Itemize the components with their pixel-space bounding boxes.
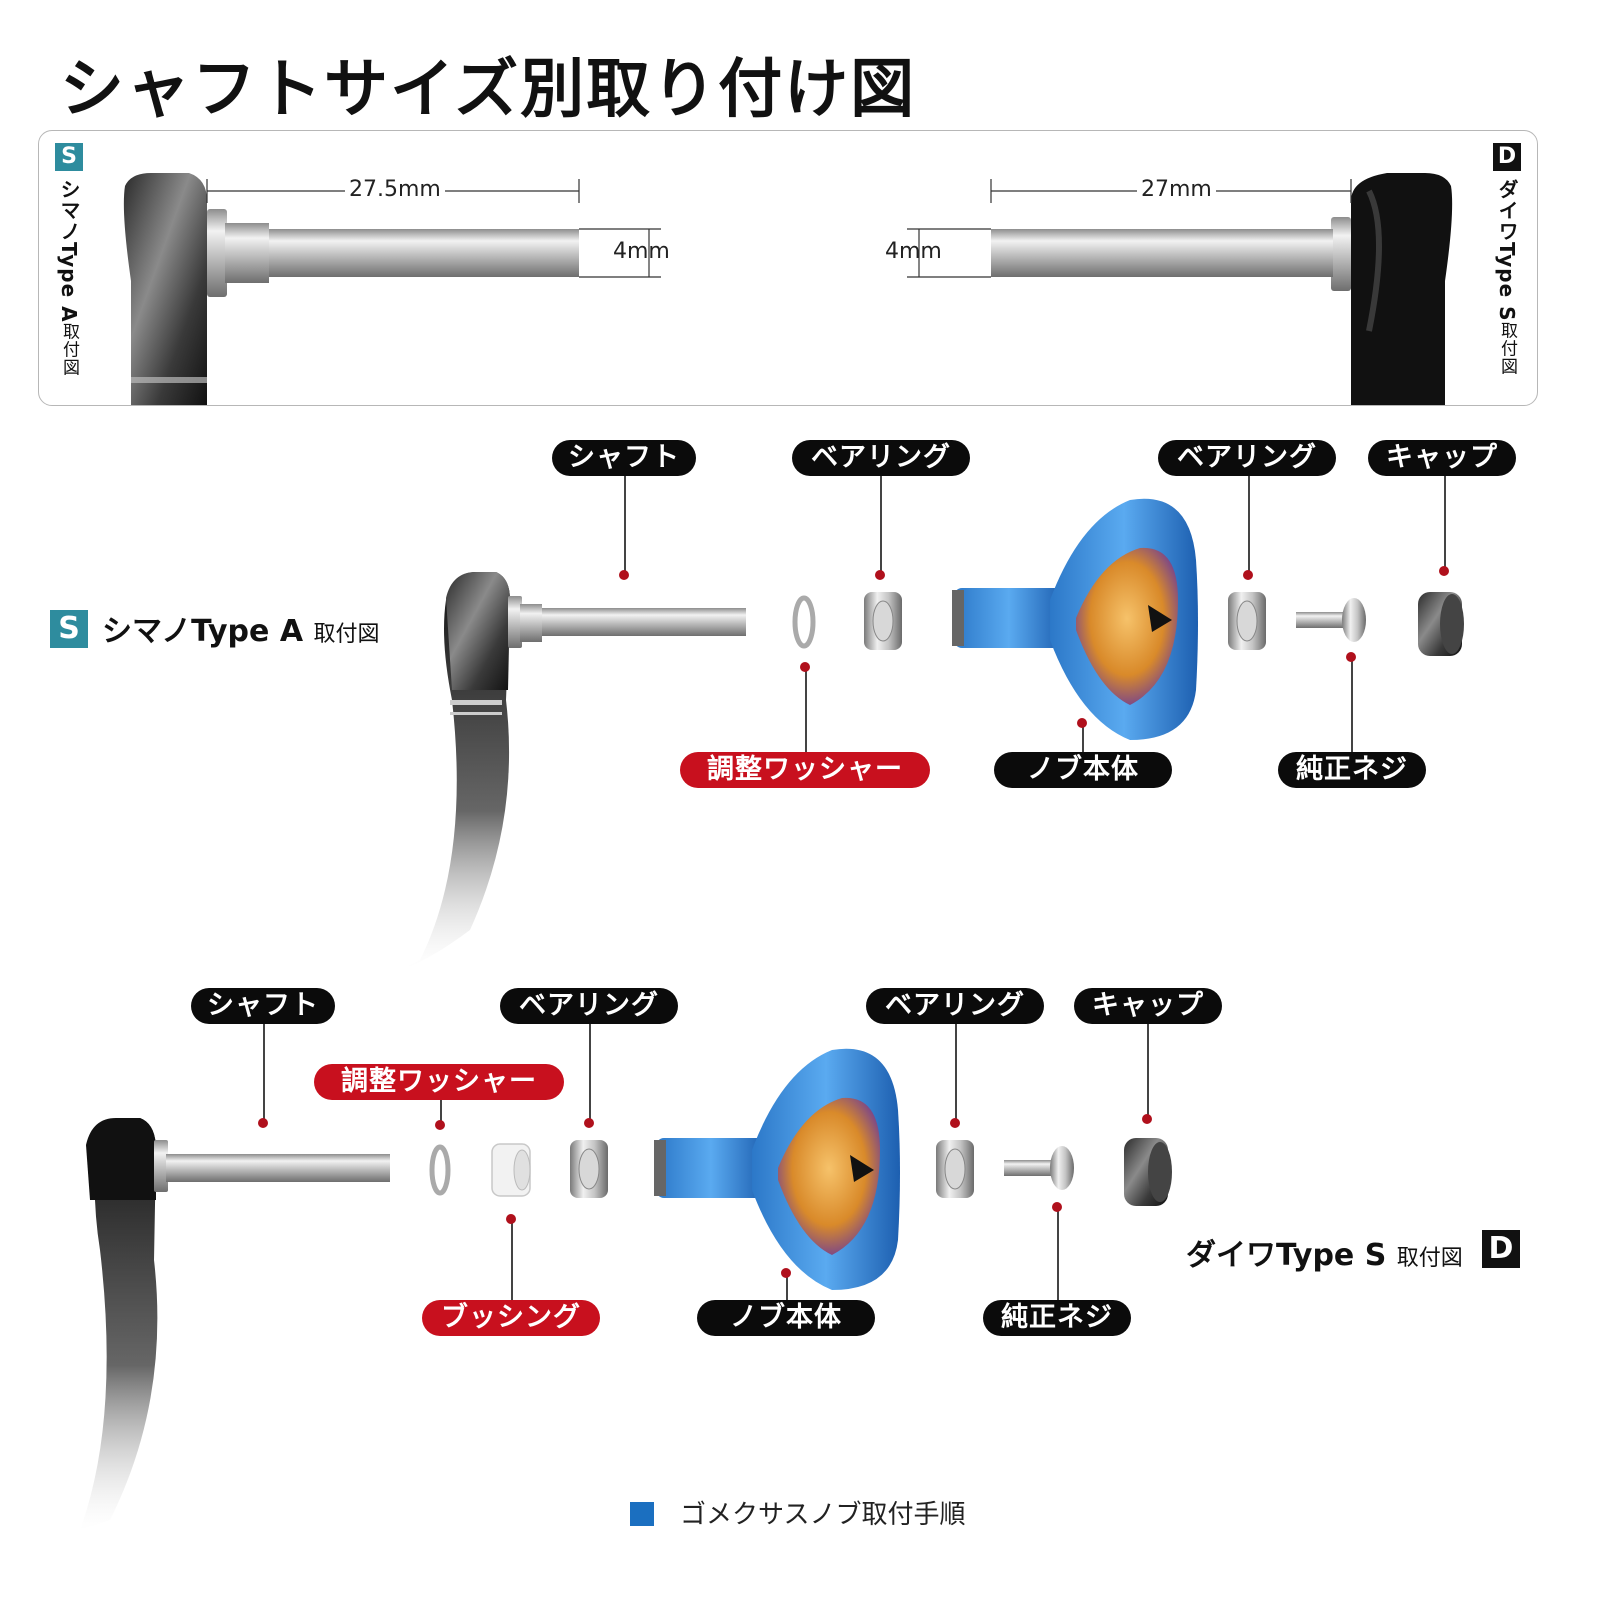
leader-line <box>1351 658 1353 754</box>
daiwa-vertical-suffix: 取付図 <box>1497 321 1517 376</box>
leader-line <box>1147 1022 1149 1118</box>
right-diameter-dimension: 4mm <box>885 239 942 264</box>
daiwa-screw <box>1004 1146 1074 1190</box>
leader-line <box>589 1022 591 1122</box>
daiwa-vertical-type: ダイワType S <box>1495 179 1519 322</box>
left-diameter-dimension: 4mm <box>613 239 670 264</box>
leader-dot <box>781 1268 791 1278</box>
leader-dot <box>435 1120 445 1130</box>
right-shaft-collar <box>1331 217 1351 291</box>
shimano-vertical-label: シマノType A取付図 <box>55 179 84 377</box>
shimano-screw <box>1296 598 1366 642</box>
daiwa-vertical-label: ダイワType S取付図 <box>1493 179 1522 376</box>
leader-dot <box>950 1118 960 1128</box>
leader-line <box>263 1022 265 1122</box>
daiwa-reel-arm <box>80 1118 158 1530</box>
daiwa-washer-label: 調整ワッシャー <box>314 1064 564 1100</box>
shimano-section-suffix: 取付図 <box>313 622 380 647</box>
leader-dot <box>619 570 629 580</box>
leader-line <box>805 668 807 754</box>
shimano-knob-body <box>952 498 1198 740</box>
page-title: シャフトサイズ別取り付け図 <box>60 53 917 127</box>
leader-dot <box>1077 718 1087 728</box>
shaft-size-panel: 27.5mm 4mm 27mm 4mm S シマノType A取付図 D ダイワ… <box>38 130 1538 406</box>
legend-swatch <box>630 1502 654 1526</box>
leader-line <box>511 1220 513 1302</box>
left-shaft-collar <box>207 209 227 297</box>
leader-line <box>955 1022 957 1122</box>
leader-dot <box>1346 652 1356 662</box>
shimano-cap-label: キャップ <box>1368 440 1516 476</box>
daiwa-bearing-1-label: ベアリング <box>500 988 678 1024</box>
leader-line <box>1248 474 1250 574</box>
leader-dot <box>506 1214 516 1224</box>
leader-line <box>1444 474 1446 570</box>
leader-dot <box>875 570 885 580</box>
daiwa-knob-body-label: ノブ本体 <box>697 1300 875 1336</box>
daiwa-washer <box>429 1144 451 1196</box>
shimano-bearing-2-label: ベアリング <box>1158 440 1336 476</box>
right-length-dimension: 27mm <box>1137 177 1216 202</box>
right-shaft <box>991 229 1333 277</box>
daiwa-knob-body <box>654 1048 900 1290</box>
leader-line <box>1082 724 1084 754</box>
shimano-bearing-1-label: ベアリング <box>792 440 970 476</box>
leader-dot <box>258 1118 268 1128</box>
shimano-washer-label: 調整ワッシャー <box>680 752 930 788</box>
leader-dot <box>1439 566 1449 576</box>
shimano-section-title: シマノType A 取付図 <box>102 606 380 650</box>
daiwa-cap <box>1124 1138 1172 1206</box>
daiwa-bushing <box>491 1143 531 1197</box>
daiwa-section-title: ダイワType S 取付図 <box>1186 1230 1463 1274</box>
leader-line <box>786 1274 788 1302</box>
shaft-size-illustration <box>123 173 1453 405</box>
legend-text: ゴメクサスノブ取付手順 <box>680 1500 966 1530</box>
daiwa-section-badge: D <box>1482 1230 1520 1268</box>
shimano-washer <box>792 595 816 649</box>
shimano-vertical-type: シマノType A <box>57 179 81 323</box>
daiwa-screw-label: 純正ネジ <box>983 1300 1131 1336</box>
daiwa-badge: D <box>1493 143 1521 171</box>
leader-line <box>440 1098 442 1124</box>
leader-dot <box>800 662 810 672</box>
shimano-vertical-suffix: 取付図 <box>59 322 79 377</box>
shimano-badge: S <box>55 143 83 171</box>
shimano-knob-body-label: ノブ本体 <box>994 752 1172 788</box>
leader-dot <box>584 1118 594 1128</box>
leader-dot <box>1243 570 1253 580</box>
leader-dot <box>1052 1202 1062 1212</box>
legend: ゴメクサスノブ取付手順 <box>630 1494 965 1531</box>
daiwa-cap-label: キャップ <box>1074 988 1222 1024</box>
leader-line <box>880 474 882 574</box>
daiwa-bearing-2-label: ベアリング <box>866 988 1044 1024</box>
daiwa-section-suffix: 取付図 <box>1396 1246 1463 1271</box>
daiwa-section-type: ダイワType S <box>1186 1238 1387 1273</box>
leader-dot <box>1142 1114 1152 1124</box>
left-shaft <box>269 229 579 277</box>
shimano-cap <box>1418 592 1464 656</box>
shimano-section-type: シマノType A <box>102 614 304 649</box>
daiwa-bushing-label: ブッシング <box>422 1300 600 1336</box>
shimano-shaft-label: シャフト <box>552 440 696 476</box>
shimano-screw-label: 純正ネジ <box>1278 752 1426 788</box>
daiwa-shaft <box>166 1154 390 1182</box>
leader-line <box>624 474 626 574</box>
daiwa-shaft-label: シャフト <box>191 988 335 1024</box>
left-length-dimension: 27.5mm <box>345 177 445 202</box>
leader-line <box>1057 1208 1059 1302</box>
shimano-section-badge: S <box>50 610 88 648</box>
shimano-shaft <box>542 608 746 636</box>
left-reel-arm <box>123 173 207 405</box>
